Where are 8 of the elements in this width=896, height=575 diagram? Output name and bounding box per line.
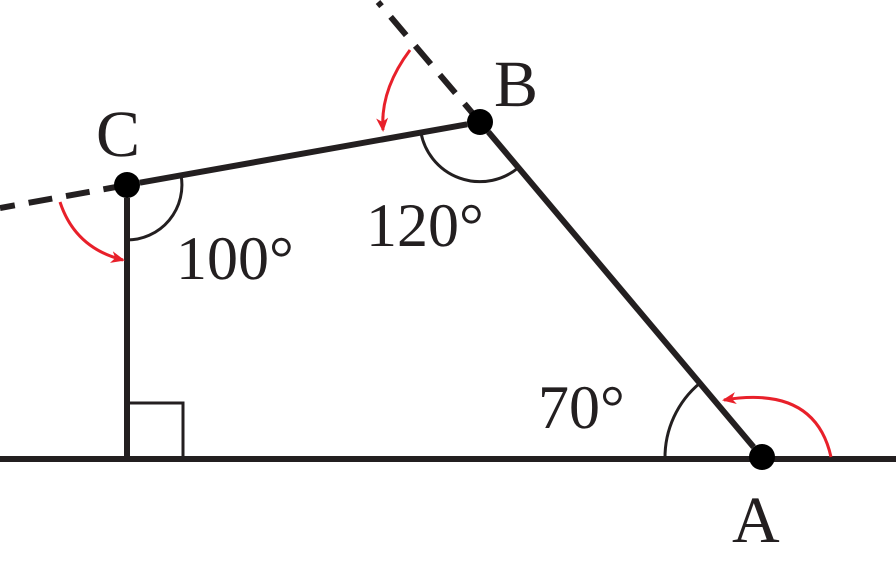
angle-label: 100° (176, 228, 294, 290)
point-label: C (96, 102, 140, 168)
angle-label: 70° (538, 377, 625, 439)
line-segment (139, 121, 468, 186)
angle-label: 120° (366, 195, 484, 257)
line-segment (486, 130, 756, 449)
point-label: A (732, 488, 780, 554)
point-label: B (494, 52, 538, 118)
